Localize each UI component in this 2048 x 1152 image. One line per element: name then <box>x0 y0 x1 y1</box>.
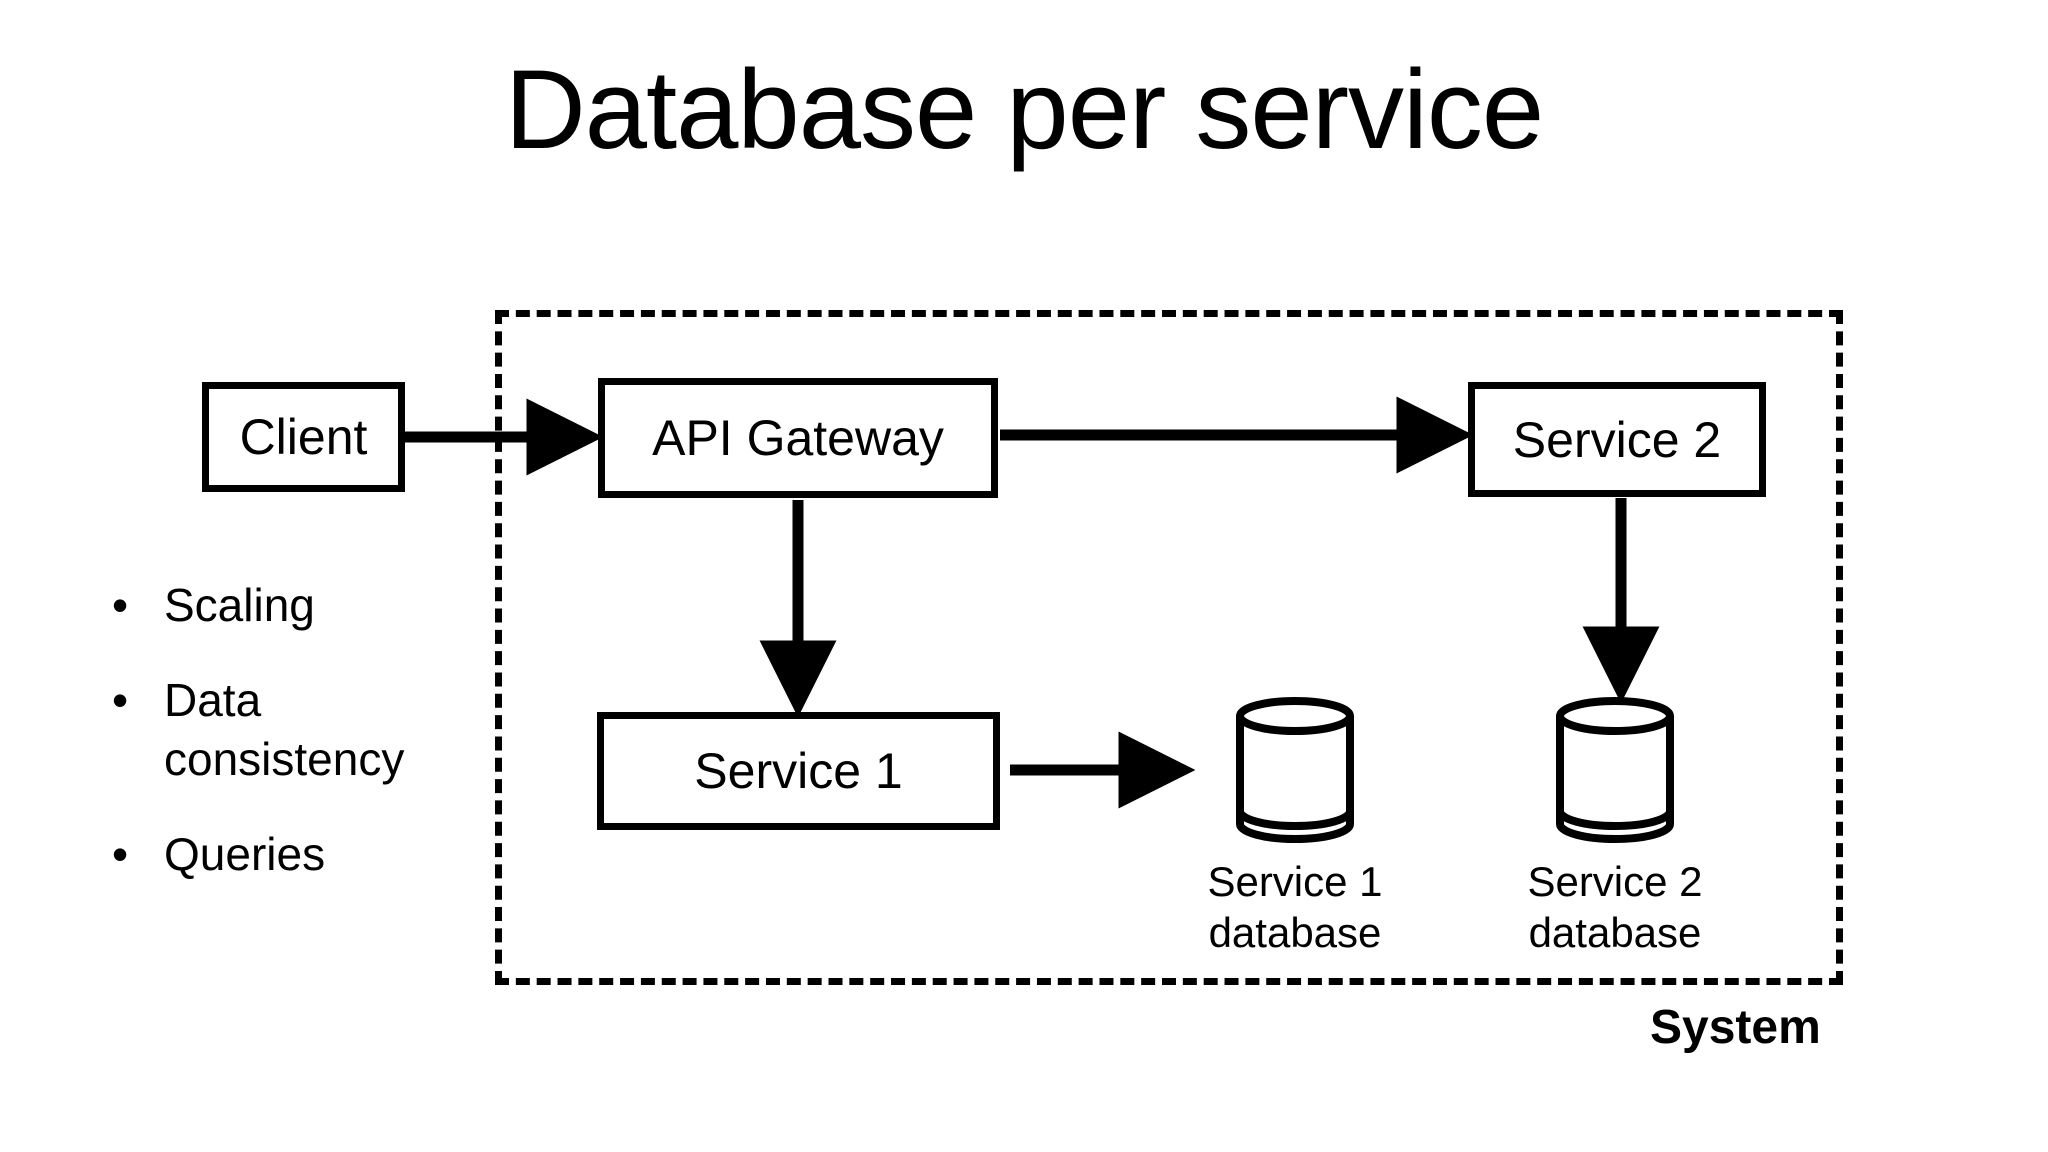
list-item: • Data consistency <box>112 671 472 789</box>
node-service-1-database-label: Service 1 database <box>1180 856 1410 958</box>
list-item-label: Queries <box>164 827 326 880</box>
node-service-1-database[interactable]: Service 1 database <box>1180 696 1410 958</box>
node-client-label: Client <box>239 409 368 465</box>
bullet-list: • Scaling • Data consistency • Queries <box>112 576 472 920</box>
bullet-marker-icon: • <box>112 579 129 631</box>
node-api-gateway[interactable]: API Gateway <box>598 378 998 498</box>
system-boundary <box>495 310 1843 985</box>
node-service-2[interactable]: Service 2 <box>1468 382 1766 497</box>
node-service-1[interactable]: Service 1 <box>597 712 1000 830</box>
list-item-label: Scaling <box>164 579 315 631</box>
node-service-2-database-label: Service 2 database <box>1500 856 1730 958</box>
list-item-label: Data consistency <box>164 673 405 785</box>
database-cylinder-icon <box>1556 697 1674 843</box>
node-client[interactable]: Client <box>202 382 405 492</box>
node-service-2-database[interactable]: Service 2 database <box>1500 696 1730 958</box>
list-item: • Scaling <box>112 576 472 635</box>
database-cylinder-icon <box>1236 697 1354 843</box>
list-item: • Queries <box>112 825 472 884</box>
db-label-line-1: Service 1 <box>1207 858 1383 905</box>
bullet-marker-icon: • <box>112 673 129 726</box>
bullet-marker-icon: • <box>112 827 129 880</box>
db-label-line-1: Service 2 <box>1527 858 1703 905</box>
node-api-gateway-label: API Gateway <box>652 410 944 466</box>
node-service-1-label: Service 1 <box>694 743 903 799</box>
db-label-line-2: database <box>1528 909 1702 957</box>
system-boundary-label: System <box>1650 1001 1821 1054</box>
db-label-line-2: database <box>1208 909 1382 957</box>
node-service-2-label: Service 2 <box>1512 411 1722 468</box>
page-title: Database per service <box>504 47 1544 172</box>
